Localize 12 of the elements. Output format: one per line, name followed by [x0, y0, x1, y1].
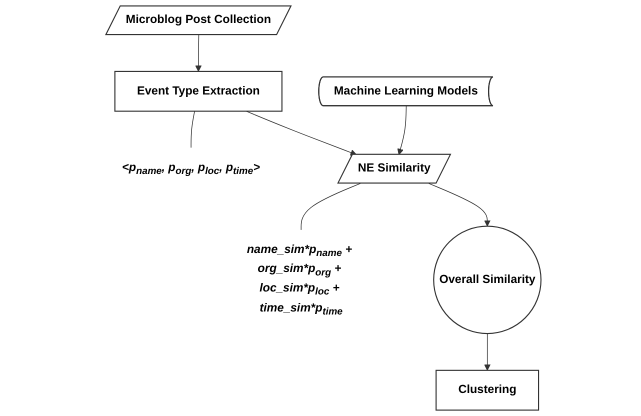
connector	[300, 183, 361, 231]
arrow	[428, 183, 491, 226]
node-circle: Overall Similarity	[433, 226, 542, 334]
node-box: Clustering	[436, 370, 540, 411]
arrow	[397, 106, 407, 155]
node-box: Event Type Extraction	[114, 70, 283, 112]
node-text: <p$_{name}$, p$_{org}$, p$_{loc}$, p$_{time}$>	[122, 161, 260, 176]
arrow	[195, 34, 202, 72]
arrow	[246, 110, 357, 156]
node-text: name_sim*p$_{name}$ + org_sim*p$_{org}$ + loc_sim*p$_{loc}$ + time_sim*p$_{time}$	[246, 244, 352, 316]
connector	[190, 110, 195, 148]
arrow	[484, 333, 491, 371]
